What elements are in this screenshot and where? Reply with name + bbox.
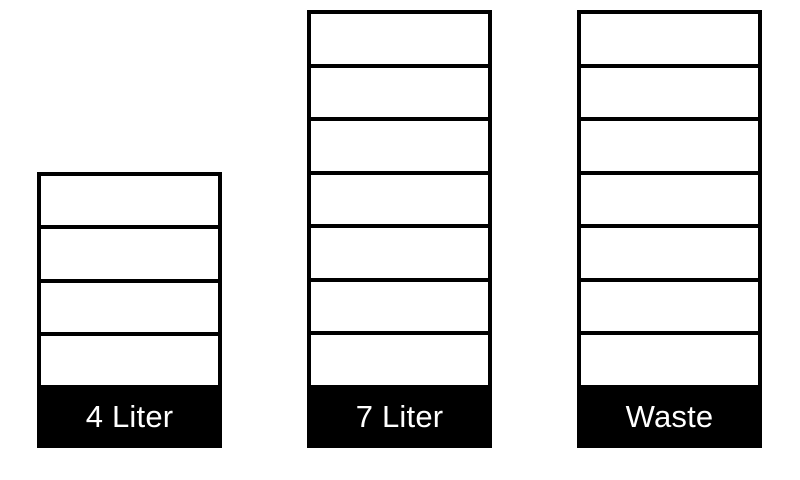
jug-7-level-cell [311,281,488,336]
jug-7-level-cell [311,174,488,229]
jug-waste-cells [581,14,758,390]
jug-waste-level-cell [581,14,758,68]
jug-7-level-cell [311,121,488,175]
jug-7-level-cell [311,335,488,390]
jug-4-label: 4 Liter [41,389,218,444]
jug-waste-level-cell [581,121,758,175]
jug-waste-label: Waste [581,389,758,444]
jug-waste-level-cell [581,228,758,282]
jug-7-level-cell [311,67,488,122]
jug-waste-level-cell [581,281,758,336]
jug-7-label: 7 Liter [311,389,488,444]
jug-4-level-cell [41,335,218,389]
jug-waste-level-cell [581,67,758,122]
jug-4-level-cell [41,282,218,336]
jug-7-cells [311,14,488,390]
jug-waste-level-cell [581,335,758,390]
jug-7-level-cell [311,228,488,282]
jug-waste-level-cell [581,174,758,229]
jug-4-level-cell [41,176,218,230]
jug-4-liter[interactable]: 4 Liter [37,172,222,448]
jug-4-level-cell [41,229,218,283]
jug-7-level-cell [311,14,488,68]
jug-4-cells [41,176,218,389]
jug-7-liter[interactable]: 7 Liter [307,10,492,448]
jug-waste[interactable]: Waste [577,10,762,448]
